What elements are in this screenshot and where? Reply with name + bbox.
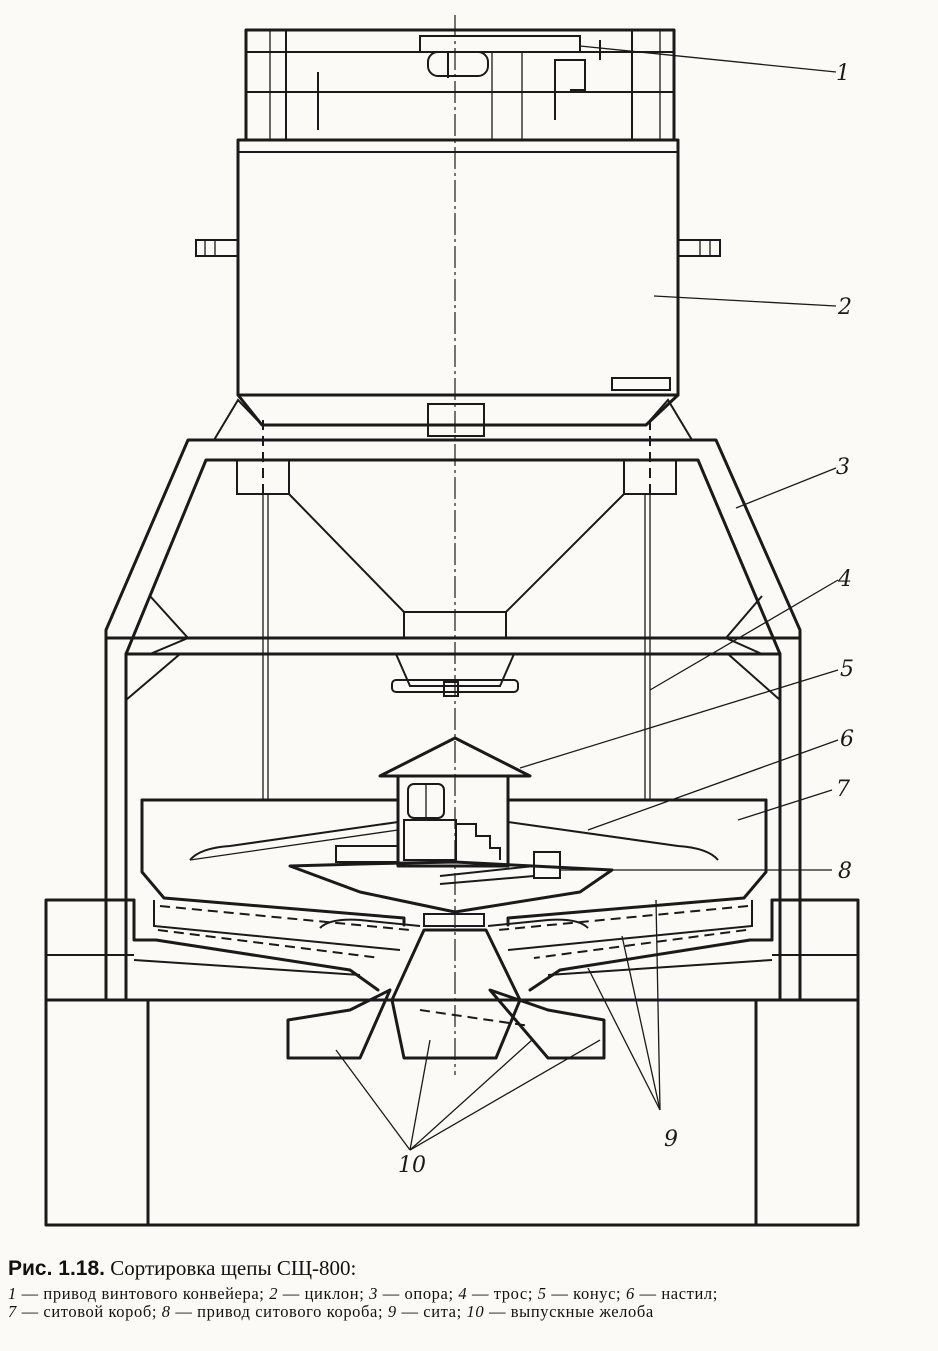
legend-num: 6 — [625, 1284, 635, 1303]
label-7: 7 — [836, 777, 850, 802]
legend-text: — выпускные желоба — [488, 1302, 654, 1321]
label-10: 10 — [398, 1153, 426, 1178]
label-3: 3 — [836, 455, 850, 480]
legend-text: — трос; — [471, 1284, 534, 1303]
label-9: 9 — [664, 1127, 678, 1152]
legend-text: — конус; — [551, 1284, 622, 1303]
label-6: 6 — [840, 727, 854, 752]
cables — [262, 494, 651, 800]
legend-num: 9 — [387, 1302, 397, 1321]
caption-title: Рис. 1.18. Сортировка щепы СЩ-800: — [8, 1256, 930, 1281]
label-1: 1 — [836, 61, 850, 86]
legend-text: — настил; — [639, 1284, 718, 1303]
conveyor-drive-housing — [244, 28, 676, 142]
legend-text: — опора; — [382, 1284, 454, 1303]
label-8: 8 — [838, 859, 852, 884]
legend-num: 1 — [8, 1284, 17, 1303]
legend-text: — ситовой короб; — [21, 1302, 158, 1321]
caption-number: Рис. 1.18. — [8, 1257, 105, 1280]
legend-num: 7 — [8, 1302, 17, 1321]
label-2: 2 — [837, 295, 852, 320]
sorter-drawing: 1 2 3 4 5 6 7 8 9 10 — [44, 15, 860, 1227]
legend-num: 8 — [161, 1302, 171, 1321]
screens — [132, 898, 774, 992]
legend-text: — привод винтового конвейера; — [21, 1284, 265, 1303]
base-structure — [44, 898, 860, 1227]
legend-text: — привод ситового короба; — [175, 1302, 384, 1321]
figure-caption: Рис. 1.18. Сортировка щепы СЩ-800: 1 — п… — [8, 1256, 930, 1321]
cone-hood — [335, 736, 532, 868]
caption-heading: Сортировка щепы СЩ-800: — [110, 1256, 357, 1280]
legend-text: — сита; — [401, 1302, 462, 1321]
screen-box — [140, 798, 768, 927]
support-frame — [104, 398, 802, 1002]
legend-text: — циклон; — [282, 1284, 365, 1303]
legend-num: 5 — [537, 1284, 547, 1303]
legend-num: 10 — [466, 1302, 485, 1321]
discharge-chutes — [286, 928, 606, 1060]
caption-legend: 1 — привод винтового конвейера; 2 — цикл… — [8, 1285, 930, 1321]
legend-num: 4 — [458, 1284, 468, 1303]
leader-lines — [335, 45, 839, 1151]
label-5: 5 — [840, 657, 854, 682]
legend-num: 2 — [269, 1284, 279, 1303]
label-4: 4 — [837, 567, 852, 592]
legend-num: 3 — [369, 1284, 378, 1303]
cyclone-body — [195, 138, 721, 437]
